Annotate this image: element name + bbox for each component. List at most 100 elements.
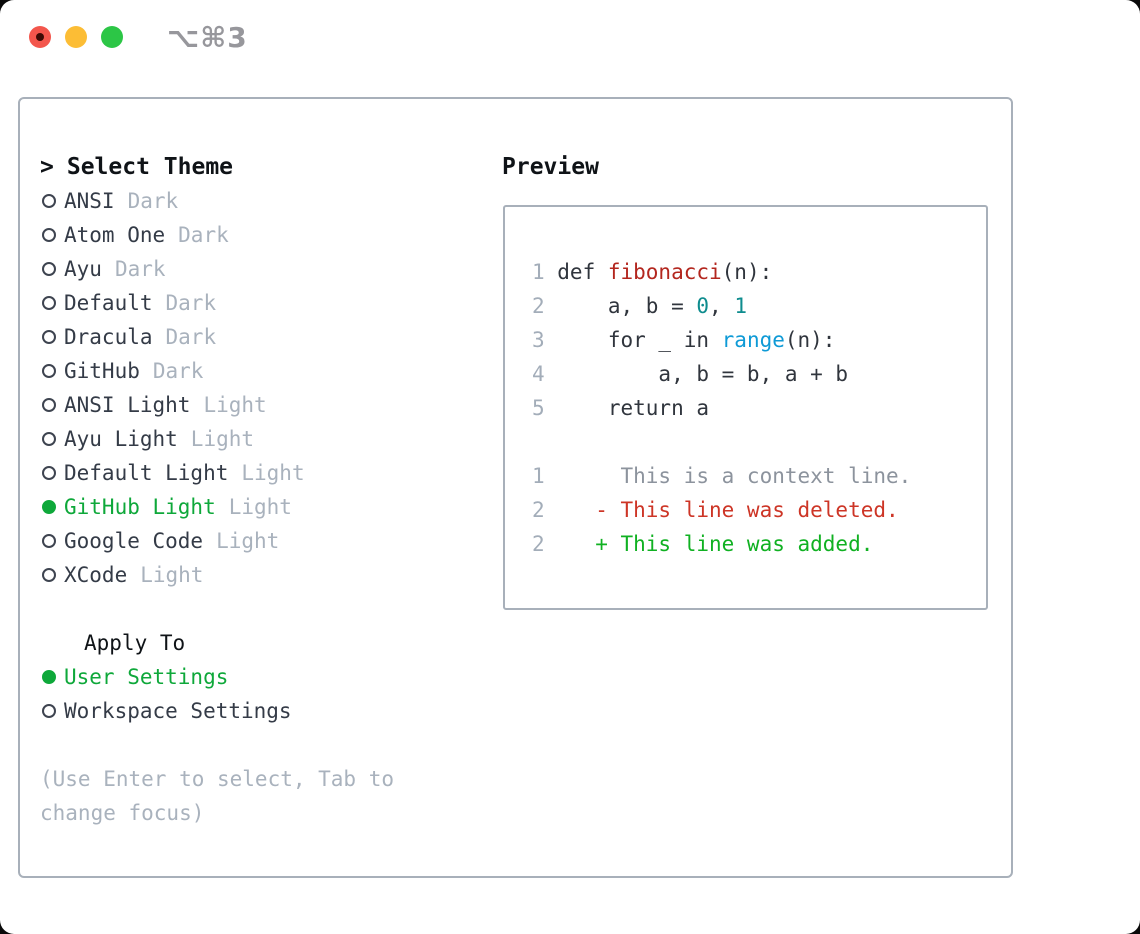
line-tokens: a, b = b, a + b	[557, 362, 848, 386]
theme-name: GitHub	[64, 359, 140, 383]
theme-option-row[interactable]: Google Code Light	[40, 524, 480, 558]
theme-name: Workspace Settings	[64, 699, 292, 723]
preview-heading: Preview	[502, 154, 599, 180]
close-button[interactable]	[29, 26, 51, 48]
radio-icon	[42, 330, 56, 344]
spacer	[40, 728, 480, 762]
preview-line: 2 a, b = 0, 1	[532, 289, 986, 323]
preview-line: 4 a, b = b, a + b	[532, 357, 986, 391]
theme-option-row[interactable]: Ayu Light Light	[40, 422, 480, 456]
preview-line: 5 return a	[532, 391, 986, 425]
theme-name: Ayu Light	[64, 427, 178, 451]
theme-option-row[interactable]: Workspace Settings	[40, 694, 480, 728]
token-deleted: - This line was deleted.	[557, 498, 899, 522]
theme-variant: Light	[190, 427, 255, 451]
token-code: a, b =	[557, 294, 697, 318]
token-code: ,	[709, 294, 735, 318]
theme-option-row[interactable]: GitHub Dark	[40, 354, 480, 388]
theme-variant: Light	[216, 529, 280, 553]
radio-icon	[42, 262, 56, 276]
theme-name: Ayu	[64, 257, 102, 281]
keyboard-hint: (Use Enter to select, Tab to change focu…	[40, 767, 395, 825]
radio-icon	[42, 432, 56, 446]
line-number: 5	[532, 396, 558, 420]
theme-name: XCode	[64, 563, 128, 587]
preview-code: 1 def fibonacci(n): 2 a, b = 0, 1 3 for …	[532, 255, 986, 561]
preview-box: 1 def fibonacci(n): 2 a, b = 0, 1 3 for …	[503, 205, 988, 610]
theme-variant: Light	[241, 461, 305, 485]
theme-name: User Settings	[64, 665, 229, 689]
token-code: a, b = b, a + b	[557, 362, 849, 386]
theme-name: Default Light	[64, 461, 229, 485]
token-code: (n):	[784, 328, 836, 352]
line-number: 2	[532, 498, 558, 522]
theme-variant: Dark	[178, 223, 229, 247]
radio-icon	[42, 500, 56, 514]
preview-line	[532, 425, 986, 459]
theme-option-row[interactable]: Default Light Light	[40, 456, 480, 490]
radio-icon	[42, 228, 56, 242]
preview-line: 1 def fibonacci(n):	[532, 255, 986, 289]
window-title-shortcut: ⌥⌘3	[167, 21, 248, 54]
theme-name: ANSI Light	[64, 393, 191, 417]
line-tokens: - This line was deleted.	[557, 498, 898, 522]
radio-icon	[42, 296, 56, 310]
radio-icon	[42, 194, 56, 208]
theme-name: Default	[64, 291, 153, 315]
token-code: for _ in	[557, 328, 722, 352]
theme-option-row[interactable]: ANSI Light Light	[40, 388, 480, 422]
spacer	[40, 592, 480, 626]
line-number: 1	[532, 260, 558, 284]
line-tokens: return a	[557, 396, 709, 420]
theme-variant: Light	[140, 563, 204, 587]
preview-line: 3 for _ in range(n):	[532, 323, 986, 357]
token-added: + This line was added.	[557, 532, 874, 556]
preview-line: 2 + This line was added.	[532, 527, 986, 561]
preview-line: 2 - This line was deleted.	[532, 493, 986, 527]
theme-name: GitHub Light	[64, 495, 216, 519]
theme-variant: Light	[203, 393, 267, 417]
apply-to-options-list: User Settings Workspace Settings	[40, 660, 480, 728]
token-code: (n):	[721, 260, 773, 284]
token-code: return a	[557, 396, 709, 420]
radio-icon	[42, 670, 56, 684]
theme-option-row[interactable]: Ayu Dark	[40, 252, 480, 286]
theme-name: Google Code	[64, 529, 204, 553]
radio-icon	[42, 398, 56, 412]
line-number: 2	[532, 294, 558, 318]
line-tokens: + This line was added.	[557, 532, 873, 556]
radio-icon	[42, 534, 56, 548]
theme-option-row[interactable]: XCode Light	[40, 558, 480, 592]
radio-icon	[42, 704, 56, 718]
line-tokens: This is a context line.	[557, 464, 911, 488]
line-number: 1	[532, 464, 558, 488]
line-number: 4	[532, 362, 558, 386]
radio-icon	[42, 466, 56, 480]
traffic-lights	[29, 26, 123, 48]
theme-name: ANSI	[64, 189, 115, 213]
minimize-button[interactable]	[65, 26, 87, 48]
theme-variant: Dark	[114, 257, 166, 281]
line-tokens: a, b = 0, 1	[557, 294, 747, 318]
token-context: This is a context line.	[557, 464, 912, 488]
theme-option-row[interactable]: User Settings	[40, 660, 480, 694]
theme-option-row[interactable]: Atom One Dark	[40, 218, 480, 252]
maximize-button[interactable]	[101, 26, 123, 48]
prompt-caret: >	[40, 154, 54, 180]
theme-name: Dracula	[64, 325, 153, 349]
select-theme-heading: >Select Theme	[40, 150, 480, 184]
line-number: 2	[532, 532, 558, 556]
line-number	[532, 430, 557, 454]
theme-name: Atom One	[64, 223, 166, 247]
line-tokens: for _ in range(n):	[557, 328, 836, 352]
token-builtin: range	[721, 328, 785, 352]
theme-variant: Dark	[152, 359, 204, 383]
